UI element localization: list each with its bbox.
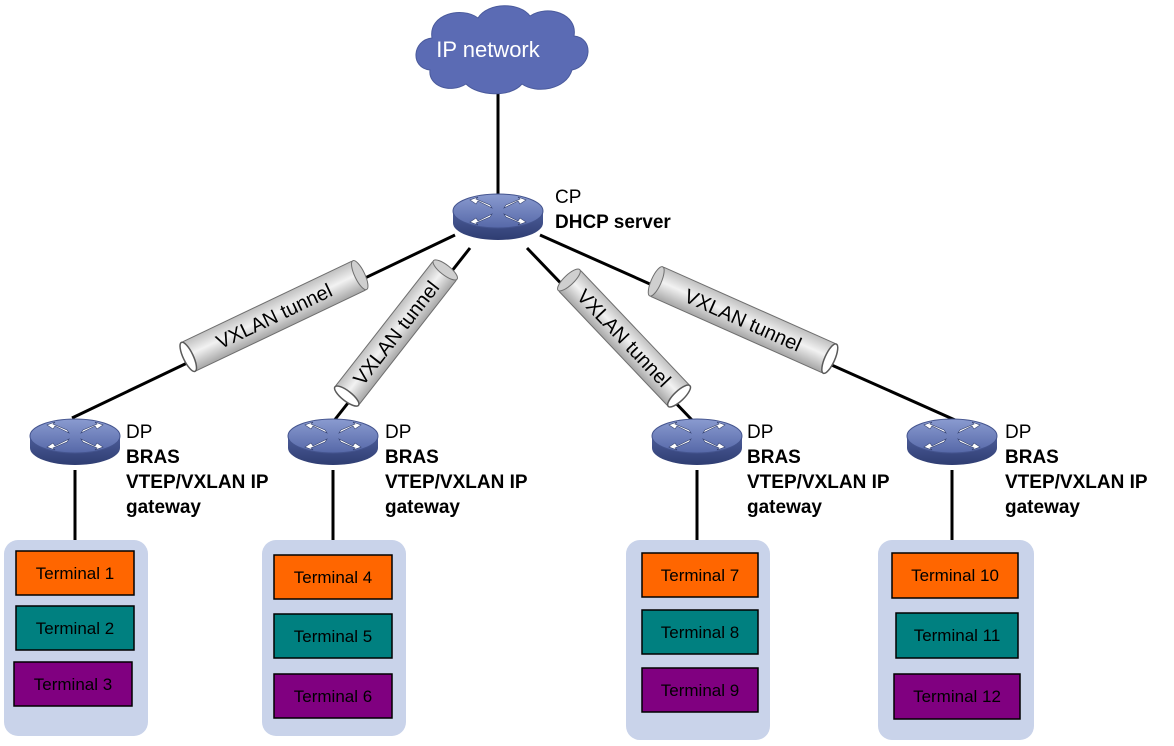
dp-line2: VTEP/VXLAN IP	[126, 472, 269, 493]
terminal-label: Terminal 1	[36, 564, 114, 583]
terminal-box	[895, 612, 1019, 659]
dp-role: DP	[385, 422, 412, 443]
vxlan-tunnel-4: VXLAN tunnel	[647, 266, 839, 375]
dp-line3: gateway	[747, 497, 822, 518]
terminal-label: Terminal 11	[914, 626, 1001, 645]
dp-role: DP	[1005, 422, 1032, 443]
terminal-box	[273, 673, 393, 719]
dp-role: DP	[747, 422, 774, 443]
dp-line1: BRAS	[1005, 447, 1059, 468]
dp4-router-icon	[906, 418, 998, 466]
dp1-router-icon	[29, 418, 121, 466]
ip-network-cloud: IP network	[415, 5, 589, 95]
dp3-label: DP BRAS VTEP/VXLAN IP gateway	[747, 420, 890, 520]
dp2-router-icon	[287, 418, 379, 466]
tunnel-label-3: VXLAN tunnel	[572, 286, 674, 392]
cloud-label: IP network	[436, 37, 541, 62]
terminal-box	[891, 552, 1019, 599]
tunnel-label-4: VXLAN tunnel	[681, 285, 805, 356]
vxlan-tunnel-1: VXLAN tunnel	[179, 260, 369, 373]
terminal-group-3: Terminal 7 Terminal 8 Terminal 9	[626, 540, 770, 740]
dp-line3: gateway	[385, 497, 460, 518]
terminal-label: Terminal 10	[911, 566, 999, 585]
terminal-label: Terminal 12	[913, 687, 1001, 706]
dp-role: DP	[126, 422, 153, 443]
dp2-label: DP BRAS VTEP/VXLAN IP gateway	[385, 420, 528, 520]
dp-line2: VTEP/VXLAN IP	[385, 472, 528, 493]
terminal-box	[15, 605, 135, 651]
terminal-label: Terminal 7	[661, 566, 739, 585]
dp3-router-icon	[651, 418, 743, 466]
terminal-box	[641, 609, 759, 655]
terminal-label: Terminal 2	[36, 619, 114, 638]
dp-line2: VTEP/VXLAN IP	[1005, 472, 1148, 493]
terminal-label: Terminal 6	[294, 687, 372, 706]
dp1-label: DP BRAS VTEP/VXLAN IP gateway	[126, 420, 269, 520]
terminal-group-4: Terminal 10 Terminal 11 Terminal 12	[878, 540, 1034, 740]
cp-desc: DHCP server	[555, 212, 671, 233]
cp-router-icon	[452, 193, 544, 241]
dp-line2: VTEP/VXLAN IP	[747, 472, 890, 493]
cp-role: CP	[555, 187, 582, 208]
terminal-label: Terminal 9	[661, 681, 739, 700]
terminal-box	[15, 550, 135, 596]
terminal-box	[273, 613, 393, 659]
terminal-box	[893, 673, 1021, 720]
terminal-label: Terminal 8	[661, 623, 739, 642]
terminal-box	[13, 661, 133, 707]
dp4-label: DP BRAS VTEP/VXLAN IP gateway	[1005, 420, 1148, 520]
dp-line1: BRAS	[385, 447, 439, 468]
terminal-label: Terminal 3	[34, 675, 112, 694]
cp-label: CP DHCP server	[555, 185, 671, 235]
terminal-label: Terminal 4	[294, 568, 372, 587]
dp-line1: BRAS	[126, 447, 180, 468]
dp-line1: BRAS	[747, 447, 801, 468]
terminal-group-1: Terminal 1 Terminal 2 Terminal 3	[4, 540, 148, 736]
tunnel-label-2: VXLAN tunnel	[349, 277, 444, 390]
dp-line3: gateway	[126, 497, 201, 518]
terminal-box	[273, 554, 393, 600]
terminal-group-2: Terminal 4 Terminal 5 Terminal 6	[262, 540, 406, 736]
dp-line3: gateway	[1005, 497, 1080, 518]
tunnel-label-1: VXLAN tunnel	[213, 280, 336, 354]
terminal-box	[641, 667, 759, 713]
terminal-box	[641, 552, 759, 598]
terminal-label: Terminal 5	[294, 627, 372, 646]
